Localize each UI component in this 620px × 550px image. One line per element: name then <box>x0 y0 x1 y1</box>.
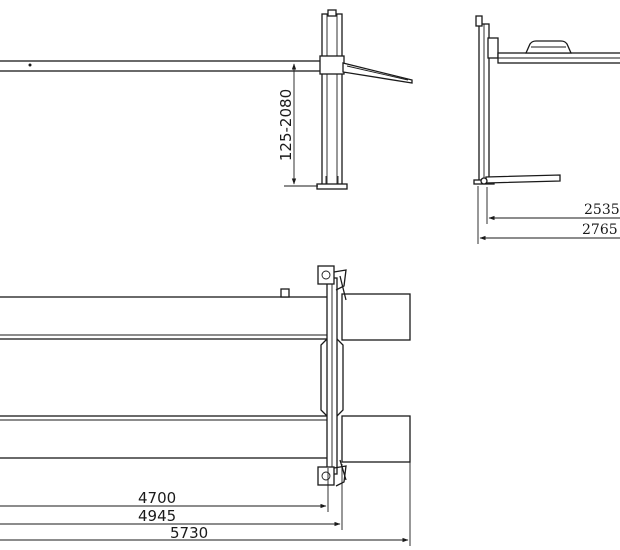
side-ramp-base <box>480 174 561 185</box>
side-post <box>473 15 499 185</box>
plan-length-dimensions: 4700 4945 5730 <box>0 462 411 546</box>
front-post <box>316 9 348 190</box>
side-width-dimensions: 2535 2765 <box>477 186 620 244</box>
plan-dim-5730-label: 5730 <box>170 524 208 542</box>
plan-runway-lower <box>0 415 411 463</box>
plan-dim-4700-label: 4700 <box>138 489 176 507</box>
front-runway <box>0 60 325 72</box>
lift-height-dimension: 125-2080 <box>277 60 320 187</box>
side-elevation-view: 2535 2765 <box>473 15 620 244</box>
side-dim-inner-label: 2535 <box>584 202 620 218</box>
plan-view: 4700 4945 5730 <box>0 265 411 546</box>
lift-height-label: 125-2080 <box>277 89 295 161</box>
plan-runway-upper <box>0 288 411 341</box>
side-platform <box>497 40 620 64</box>
front-elevation-view: 125-2080 <box>0 9 413 190</box>
side-dim-outer-label: 2765 <box>582 222 618 238</box>
plan-dim-4945-label: 4945 <box>138 507 176 525</box>
plan-post-bottom <box>317 459 347 487</box>
front-ramp <box>342 62 413 84</box>
plan-post-top <box>317 265 347 301</box>
